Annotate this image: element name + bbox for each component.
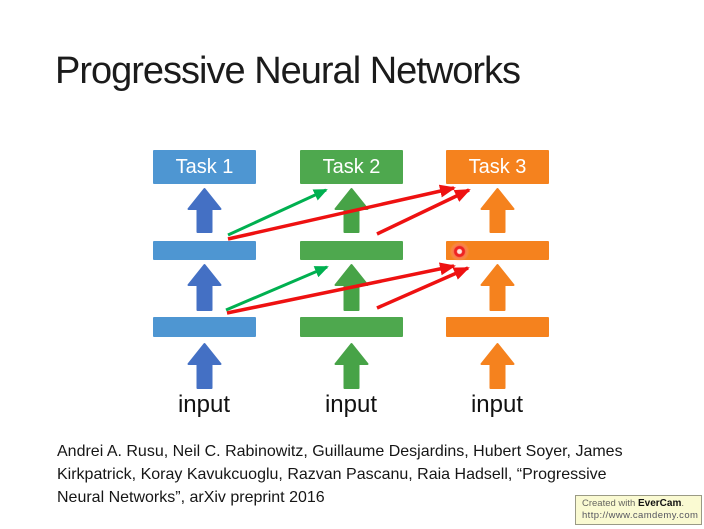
task1-hidden-layer-2	[153, 241, 256, 260]
citation-line: Andrei A. Rusu, Neil C. Rabinowitz, Guil…	[57, 443, 623, 460]
up-arrow-icon	[187, 264, 222, 311]
task2-box: Task 2	[300, 150, 403, 184]
watermark-brand: EverCam	[637, 498, 682, 509]
input-label-task2: input	[324, 391, 378, 418]
input-label-task1: input	[177, 391, 231, 418]
lateral-connection-green-arrow	[227, 188, 328, 237]
up-arrow-icon	[187, 343, 222, 389]
citation-line: Neural Networks”, arXiv preprint 2016	[57, 489, 325, 506]
up-arrow-icon	[480, 188, 515, 233]
lateral-connection-red-arrow	[376, 188, 471, 236]
watermark-suffix: .	[681, 498, 684, 509]
task2-hidden-layer-2	[300, 241, 403, 260]
evercam-watermark: Created with EverCam. http://www.camdemy…	[575, 495, 702, 525]
lateral-connection-red-arrow	[226, 262, 456, 315]
task3-hidden-layer-1	[446, 317, 549, 337]
laser-pointer-dot	[449, 241, 470, 262]
slide-title: Progressive Neural Networks	[55, 50, 521, 92]
watermark-url: http://www.camdemy.com	[582, 510, 699, 521]
watermark-prefix: Created with	[582, 498, 638, 509]
task1-box: Task 1	[153, 150, 256, 184]
citation: Andrei A. Rusu, Neil C. Rabinowitz, Guil…	[57, 440, 677, 509]
lateral-connection-red-arrow	[376, 266, 470, 310]
watermark-created-line: Created with EverCam.	[582, 498, 696, 509]
input-label-task3: input	[470, 391, 524, 418]
up-arrow-icon	[187, 188, 222, 233]
task1-hidden-layer-1	[153, 317, 256, 337]
task3-box: Task 3	[446, 150, 549, 184]
citation-line: Kirkpatrick, Koray Kavukcuoglu, Razvan P…	[57, 466, 607, 483]
task3-hidden-layer-2	[446, 241, 549, 260]
up-arrow-icon	[480, 264, 515, 311]
up-arrow-icon	[334, 343, 369, 389]
lateral-connection-green-arrow	[225, 265, 329, 312]
lateral-connection-red-arrow	[227, 184, 456, 241]
up-arrow-icon	[480, 343, 515, 389]
task2-hidden-layer-1	[300, 317, 403, 337]
